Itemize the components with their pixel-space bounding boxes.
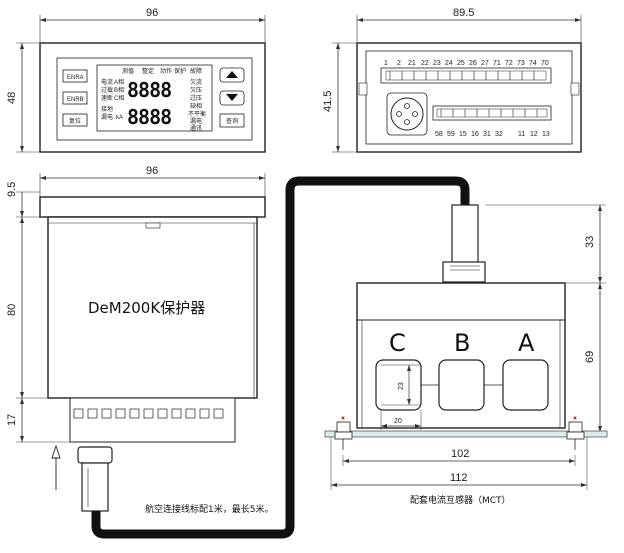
svg-text:59: 59 [447,131,455,138]
phase-c-label: C [389,329,406,357]
svg-text:过载: 过载 [101,86,113,94]
display-bottom-value: 8888 [127,105,171,129]
svg-text:2: 2 [397,60,401,67]
svg-text:通讯: 通讯 [190,124,202,132]
mct-body-height-label: 69 [584,351,596,363]
svg-text:B相: B相 [114,86,124,94]
enra-button[interactable] [62,69,88,83]
down-arrow-icon [226,94,238,101]
svg-text:23: 23 [433,60,441,67]
rear-view: 89.5 41.5 1 2 21 22 23 24 25 26 27 71 72… [322,7,582,153]
enrb-button[interactable] [62,91,88,105]
phase-a-window [502,359,549,411]
svg-text:13: 13 [542,131,550,138]
reset-label: 复位 [69,117,81,125]
enra-label: ENRA [67,75,84,81]
svg-text:故障: 故障 [190,67,202,75]
svg-text:kA: kA [116,115,123,121]
up-arrow-icon [226,71,238,78]
display-top-value: 8888 [127,78,171,102]
terminal-block [73,408,224,419]
side-view: 96 9.5 80 17 DeM200K保护器 [6,165,266,512]
side-body-height-label: 80 [6,304,18,316]
mct-connector-height-label: 33 [584,236,596,248]
query-label: 查询 [226,117,238,125]
display-right-labels: 欠流 欠压 过压 缺相 不平衡 漏电 通讯 [188,78,206,132]
mounting-rail [324,430,608,438]
mct-caption: 配套电流互感器（MCT） [410,494,511,506]
svg-text:32: 32 [495,131,503,138]
up-arrow-icon [51,444,61,459]
enrb-label: ENRB [67,97,84,103]
front-width-label: 96 [146,7,158,19]
svg-text:漏电: 漏电 [190,117,202,125]
rear-width-label: 89.5 [453,7,474,19]
side-terminal-height-label: 17 [6,414,18,426]
aviation-cable [91,176,470,539]
mct-view: 33 69 C B A 23 20 [324,204,608,506]
reset-button[interactable] [62,113,88,127]
svg-text:缺相: 缺相 [190,102,202,110]
svg-text:73: 73 [517,60,525,67]
svg-text:过压: 过压 [190,94,202,102]
svg-text:动作: 动作 [160,67,172,75]
svg-text:71: 71 [493,60,501,67]
svg-text:25: 25 [457,60,465,67]
svg-text:保护: 保护 [174,67,186,75]
phase-b-label: B [454,329,470,357]
svg-text:11: 11 [518,131,525,138]
cable-note: 航空连接线标配1米，最长5米。 [145,503,273,515]
display-left-labels: 电流 A相 过载 B相 速断 C相 接地 漏电 kA [101,78,124,121]
svg-text:58: 58 [435,131,443,138]
phase-b-window [438,359,485,411]
svg-text:整定: 整定 [142,67,154,75]
device-name: DeM200K保护器 [88,299,205,317]
svg-text:70: 70 [541,60,549,67]
svg-text:测值: 测值 [122,67,134,75]
rear-height-label: 41.5 [322,91,334,112]
svg-text:27: 27 [481,60,489,67]
svg-text:24: 24 [445,60,453,67]
front-view: 96 48 ENRA ENRB 复位 测值 整定 动作 保护 故障 电流 A相 … [6,7,266,153]
svg-text:A相: A相 [114,78,124,86]
svg-text:接地: 接地 [101,105,113,113]
svg-text:26: 26 [469,60,477,67]
phase-a-label: A [518,329,535,357]
svg-text:电流: 电流 [101,78,113,86]
query-button[interactable] [219,113,245,128]
svg-text:速断: 速断 [101,94,113,102]
svg-text:漏电: 漏电 [101,113,113,121]
svg-text:欠流: 欠流 [190,78,202,86]
svg-text:C相: C相 [114,94,124,102]
side-width-label: 96 [146,165,158,177]
window-height-label: 23 [398,382,405,390]
window-width-label: 20 [394,418,402,425]
svg-text:1: 1 [384,60,388,67]
svg-text:31: 31 [483,131,491,138]
svg-text:15: 15 [459,131,467,138]
rear-bottom-terminal-labels: 58 59 15 16 31 32 11 12 13 [435,131,550,138]
svg-text:欠压: 欠压 [190,86,202,94]
svg-text:22: 22 [421,60,429,67]
mount-width-label: 102 [451,448,469,460]
rear-top-terminal-labels: 1 2 21 22 23 24 25 26 27 71 72 73 74 70 [384,60,549,67]
svg-text:21: 21 [408,60,416,67]
svg-text:74: 74 [529,60,537,67]
front-height-label: 48 [6,92,18,104]
total-width-label: 112 [450,472,468,484]
svg-text:不平衡: 不平衡 [188,110,206,118]
svg-text:12: 12 [530,131,538,138]
svg-text:16: 16 [471,131,479,138]
side-top-thickness-label: 9.5 [6,182,18,197]
display-top-labels: 测值 整定 动作 保护 故障 [122,67,202,75]
svg-text:72: 72 [505,60,513,67]
